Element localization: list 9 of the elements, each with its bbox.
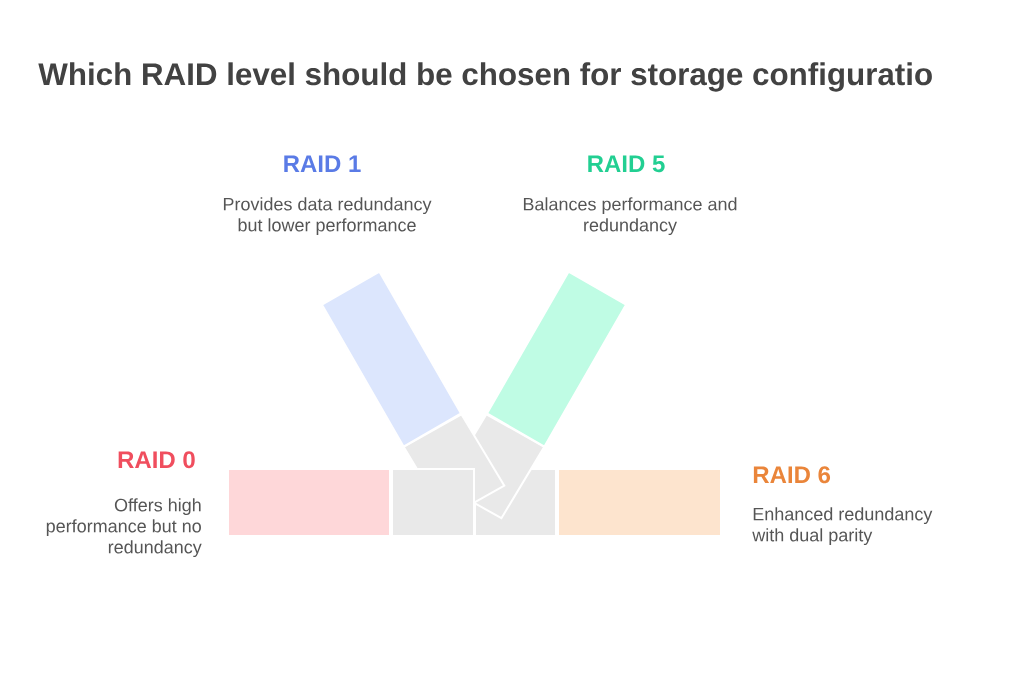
heading: RAID 5 — [588, 155, 665, 173]
description: Enhanced redundancy with dual parity — [752, 507, 933, 546]
heading: RAID 1 — [284, 155, 361, 172]
description: Offers high performance but no redundancy — [46, 498, 202, 558]
heading: RAID 6 — [753, 466, 831, 484]
description: Provides data redundancy but lower performance — [223, 197, 432, 236]
title: Which RAID level should be chosen for storage configuratio — [38, 62, 932, 92]
heading: RAID 0 — [118, 451, 195, 469]
description: Balances performance and redundancy — [523, 197, 737, 236]
